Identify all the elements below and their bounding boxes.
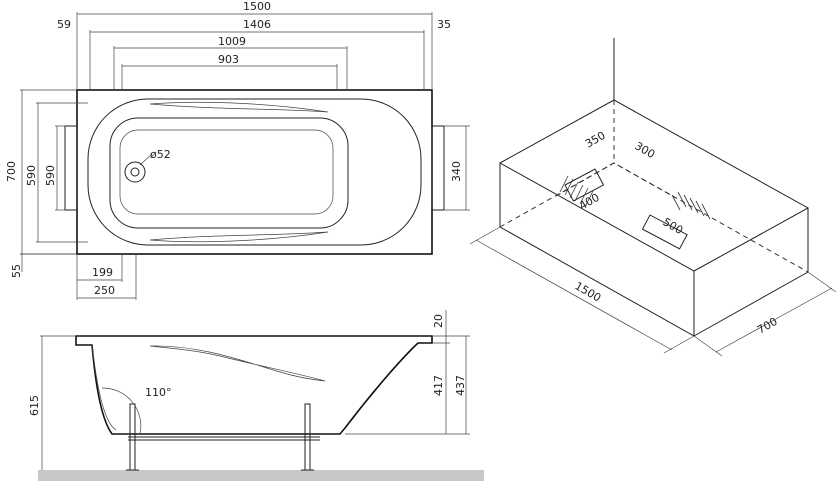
iso-dim-length: 1500 bbox=[573, 279, 604, 304]
iso-dim-off-b: 300 bbox=[633, 139, 658, 161]
drain-hole-inner bbox=[130, 167, 140, 177]
dim-leg-x: 250 bbox=[94, 284, 115, 297]
iso-leg-right bbox=[641, 214, 688, 250]
iso-box-front-right bbox=[693, 208, 809, 337]
isometric-view: 350 300 400 500 1500 700 bbox=[469, 38, 837, 357]
iso-dim-off-a: 350 bbox=[583, 129, 608, 151]
dim-inner-width-outer: 590 bbox=[25, 165, 38, 186]
dim-rim-height: 20 bbox=[432, 314, 445, 328]
iso-leg-left bbox=[564, 168, 605, 202]
angle-label: 110° bbox=[145, 386, 172, 399]
tub-inner-basin bbox=[109, 117, 349, 229]
tub-side-profile bbox=[75, 335, 433, 435]
floor bbox=[38, 470, 484, 481]
dim-support-span: 1009 bbox=[218, 35, 246, 48]
tub-basin-outline bbox=[87, 98, 422, 246]
iso-hatch-right bbox=[671, 191, 711, 220]
top-view: ø52 1500 1406 59 35 1009 903 700 590 bbox=[5, 0, 470, 300]
iso-dim-leg-b: 500 bbox=[661, 215, 686, 237]
tub-contour-bottom bbox=[149, 231, 329, 243]
dim-overall-length: 1500 bbox=[243, 0, 271, 13]
drain-hole-outer bbox=[124, 161, 146, 183]
dim-leg-span: 903 bbox=[218, 53, 239, 66]
iso-hatch-left bbox=[559, 175, 594, 208]
dim-full-depth: 437 bbox=[454, 375, 467, 396]
iso-box-front-left bbox=[499, 163, 695, 337]
dim-overall-width: 700 bbox=[5, 161, 18, 182]
tub-side-contour bbox=[149, 345, 326, 382]
dim-total-height: 615 bbox=[28, 395, 41, 416]
tub-rim-outline bbox=[76, 89, 433, 255]
dim-drain-x: 199 bbox=[92, 266, 113, 279]
drain-diameter-label: ø52 bbox=[150, 148, 171, 161]
dim-depth: 417 bbox=[432, 375, 445, 396]
tub-contour-top bbox=[149, 101, 329, 113]
dim-inner-length: 1406 bbox=[243, 18, 271, 31]
tub-bottom-panel bbox=[119, 129, 334, 215]
iso-dim-width: 700 bbox=[755, 315, 780, 337]
iso-dim-leg-a: 400 bbox=[577, 191, 602, 213]
left-support-leg bbox=[64, 125, 78, 211]
dim-side-offset: 55 bbox=[10, 264, 23, 278]
dim-left-offset: 59 bbox=[57, 18, 71, 31]
angle-arc bbox=[101, 387, 142, 435]
side-view: 110° 615 20 417 437 bbox=[28, 310, 484, 481]
right-support-leg bbox=[431, 125, 445, 211]
dim-right-offset: 35 bbox=[437, 18, 451, 31]
dim-leg-width: 340 bbox=[450, 161, 463, 182]
dim-inner-width-inner: 590 bbox=[44, 165, 57, 186]
